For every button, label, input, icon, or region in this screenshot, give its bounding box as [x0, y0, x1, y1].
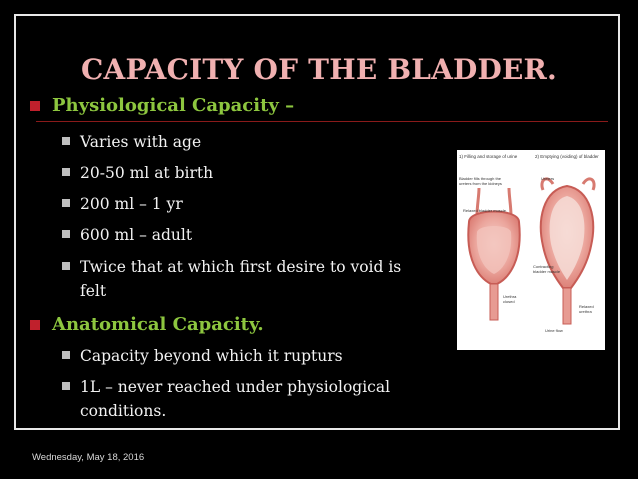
title-divider: [36, 121, 608, 122]
bullet-square-icon: [62, 168, 70, 176]
label-urethra: Urethra: [503, 294, 517, 299]
label-relaxed-urethra: Relaxed: [579, 304, 594, 309]
bullet-square-icon: [62, 262, 70, 270]
bullet-square-icon: [30, 101, 40, 111]
urethra-left: [489, 283, 499, 321]
bullet-square-icon: [62, 382, 70, 390]
label-contracting: Contracting: [533, 264, 553, 269]
bullet-square-icon: [62, 137, 70, 145]
label-urine-flow: Urine flow: [545, 328, 563, 333]
label-relaxed-muscle: Relaxed bladder muscle: [463, 208, 507, 213]
label-fills-2: ureters from the kidneys: [459, 181, 502, 186]
bullet-square-icon: [30, 320, 40, 330]
label-ureters: Ureters: [541, 176, 554, 181]
label-contracting-2: bladder muscle: [533, 269, 561, 274]
slide-frame: [14, 14, 620, 430]
label-closed: closed: [503, 299, 515, 304]
bladder-diagram-svg: 1) Filling and storage of urine 2) Empty…: [459, 154, 599, 333]
bladder-left-inner: [476, 226, 512, 274]
panel2-caption: 2) Emptying (voiding) of bladder: [535, 154, 599, 159]
right-ureter: [540, 177, 555, 191]
left-ureter-2: [507, 187, 513, 217]
bladder-right-inner: [549, 196, 585, 280]
label-relaxed-urethra-2: urethra: [579, 309, 592, 314]
right-ureter-2: [581, 177, 596, 191]
label-fills: Bladder fills through the: [459, 176, 502, 181]
urethra-right: [562, 287, 572, 325]
bullet-square-icon: [62, 351, 70, 359]
bullet-square-icon: [62, 199, 70, 207]
panel1-caption: 1) Filling and storage of urine: [459, 154, 518, 159]
bullet-square-icon: [62, 230, 70, 238]
slide-date: Wednesday, May 18, 2016: [32, 452, 145, 463]
bladder-illustration: 1) Filling and storage of urine 2) Empty…: [457, 150, 605, 350]
slide-title: CAPACITY OF THE BLADDER.: [81, 53, 557, 86]
